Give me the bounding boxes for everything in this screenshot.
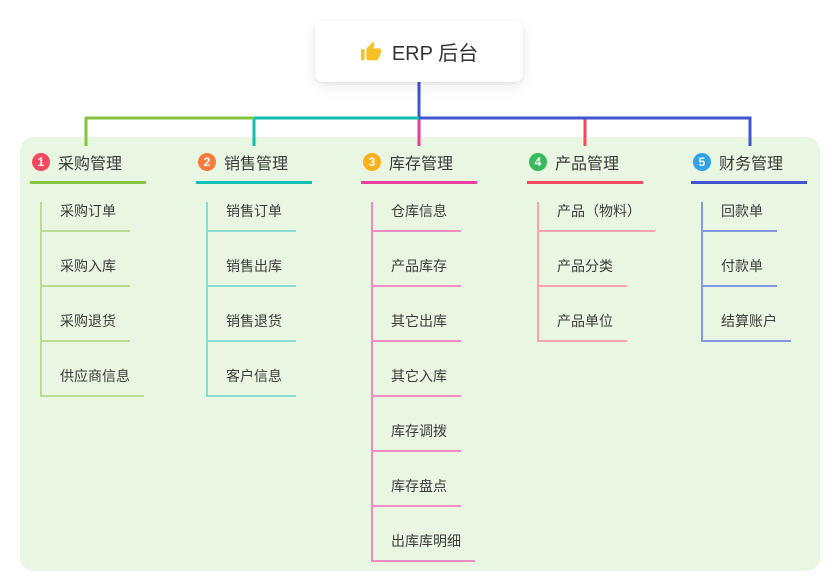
leaf-node[interactable]: 产品（物料）	[539, 202, 655, 232]
branch-node-2[interactable]: 2 销售管理	[196, 150, 313, 184]
branch-number-badge: 5	[693, 153, 711, 171]
thumbs-up-icon	[360, 41, 382, 63]
leaf-node[interactable]: 结算账户	[703, 312, 791, 342]
branch-label: 财务管理	[719, 156, 784, 173]
root-title: ERP 后台	[391, 43, 479, 65]
leaf-node[interactable]: 其它出库	[373, 312, 461, 342]
branch-children: 产品（物料） 产品分类产品单位	[537, 202, 655, 342]
branch-node-3[interactable]: 3 库存管理	[361, 150, 478, 184]
root-node-erp-backend[interactable]: ERP 后台	[315, 21, 523, 82]
leaf-node[interactable]: 销售订单	[208, 202, 296, 232]
leaf-node[interactable]: 供应商信息	[42, 367, 144, 397]
leaf-node[interactable]: 库存盘点	[373, 477, 461, 507]
branch-column-1: 1 采购管理采购订单采购入库采购退货供应商信息	[30, 137, 147, 397]
leaf-node[interactable]: 出库库明细	[373, 532, 475, 562]
leaf-node[interactable]: 产品分类	[539, 257, 627, 287]
branch-column-2: 2 销售管理销售订单销售出库销售退货客户信息	[196, 137, 313, 397]
branch-number-badge: 1	[32, 153, 50, 171]
branch-children: 销售订单销售出库销售退货客户信息	[206, 202, 296, 397]
branch-children: 回款单付款单结算账户	[701, 202, 791, 342]
branch-label: 产品管理	[555, 156, 620, 173]
branch-label: 采购管理	[58, 156, 123, 173]
branches-panel	[20, 137, 820, 571]
leaf-node[interactable]: 库存调拨	[373, 422, 461, 452]
branch-label: 销售管理	[224, 156, 289, 173]
branch-node-1[interactable]: 1 采购管理	[30, 150, 147, 184]
leaf-node[interactable]: 其它入库	[373, 367, 461, 397]
branch-column-3: 3 库存管理仓库信息产品库存其它出库其它入库库存调拨库存盘点出库库明细	[361, 137, 478, 562]
leaf-node[interactable]: 采购订单	[42, 202, 130, 232]
leaf-node[interactable]: 采购入库	[42, 257, 130, 287]
leaf-node[interactable]: 采购退货	[42, 312, 130, 342]
branch-number-badge: 4	[529, 153, 547, 171]
leaf-node[interactable]: 客户信息	[208, 367, 296, 397]
branch-label: 库存管理	[389, 156, 454, 173]
leaf-node[interactable]: 销售退货	[208, 312, 296, 342]
branch-number-badge: 2	[198, 153, 216, 171]
leaf-node[interactable]: 仓库信息	[373, 202, 461, 232]
branch-node-5[interactable]: 5 财务管理	[691, 150, 808, 184]
branch-column-4: 4 产品管理产品（物料） 产品分类产品单位	[527, 137, 655, 342]
branch-children: 仓库信息产品库存其它出库其它入库库存调拨库存盘点出库库明细	[371, 202, 475, 562]
branch-node-4[interactable]: 4 产品管理	[527, 150, 644, 184]
branch-children: 采购订单采购入库采购退货供应商信息	[40, 202, 144, 397]
branch-column-5: 5 财务管理回款单付款单结算账户	[691, 137, 808, 342]
leaf-node[interactable]: 付款单	[703, 257, 777, 287]
leaf-node[interactable]: 销售出库	[208, 257, 296, 287]
leaf-node[interactable]: 产品库存	[373, 257, 461, 287]
branch-number-badge: 3	[363, 153, 381, 171]
leaf-node[interactable]: 产品单位	[539, 312, 627, 342]
leaf-node[interactable]: 回款单	[703, 202, 777, 232]
